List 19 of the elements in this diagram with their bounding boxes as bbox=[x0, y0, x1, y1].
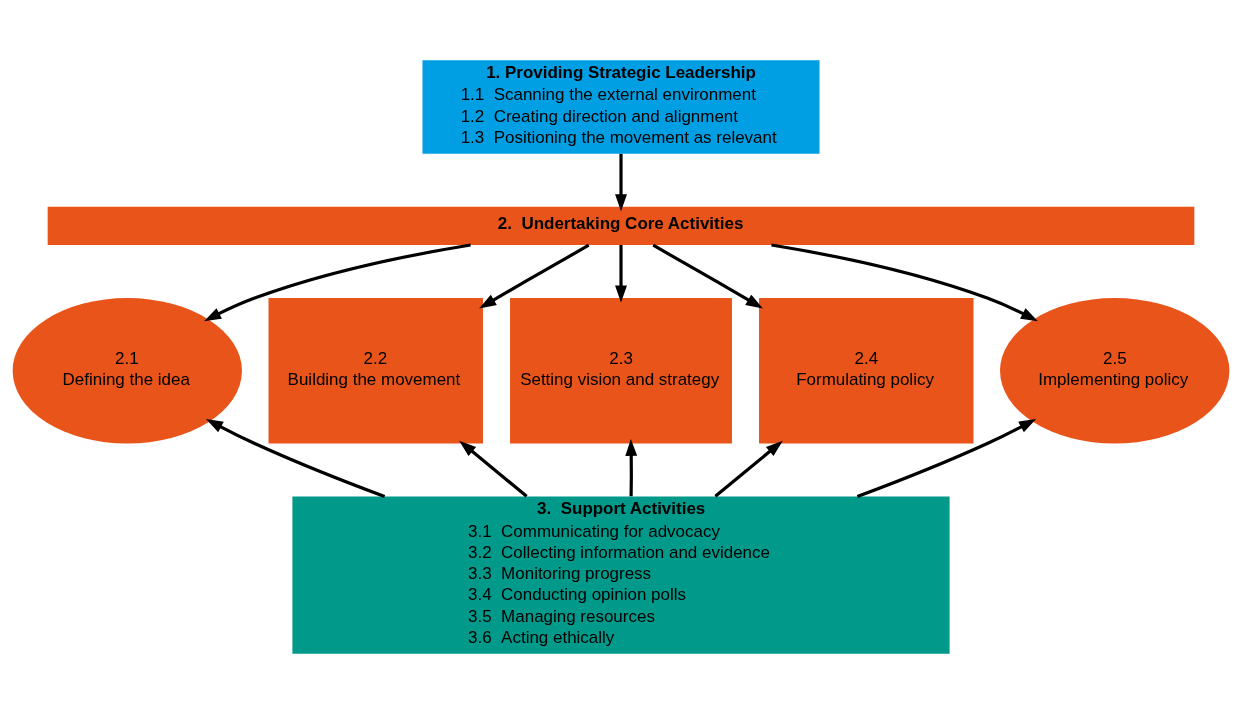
node-ellipse: 2.5 Implementing policy bbox=[1000, 297, 1230, 444]
arrow bbox=[615, 153, 627, 211]
arrow bbox=[771, 242, 1038, 321]
node-ellipse: 2.1 Defining the idea bbox=[12, 297, 242, 444]
node-box: 2.4 Formulating policy bbox=[759, 297, 974, 444]
arrow bbox=[479, 243, 590, 308]
arrow bbox=[652, 243, 763, 308]
arrow bbox=[714, 440, 783, 498]
node-box: 2.3 Setting vision and strategy bbox=[510, 297, 732, 444]
arrow bbox=[625, 438, 638, 496]
node-box: 2. Undertaking Core Activities bbox=[47, 206, 1195, 245]
node-box: 1. Providing Strategic Leadership 1.1 Scanning the external environment 1.2 Creating direction and alignment 1.3 Positioning the movement as relevant bbox=[422, 59, 820, 154]
arrow bbox=[204, 242, 471, 321]
arrow bbox=[615, 244, 627, 303]
node-box: 2.2 Building the movement bbox=[268, 297, 483, 444]
node-box: 3. Support Activities 3.1 Communicating for advocacy 3.2 Collecting information and evidence 3.3 Monitoring progress 3.4 Conducting opinion polls 3.5 Managing resources 3.6 Acting ethically bbox=[292, 496, 950, 654]
arrow bbox=[856, 418, 1037, 498]
arrow bbox=[459, 440, 528, 498]
arrow bbox=[205, 418, 386, 498]
